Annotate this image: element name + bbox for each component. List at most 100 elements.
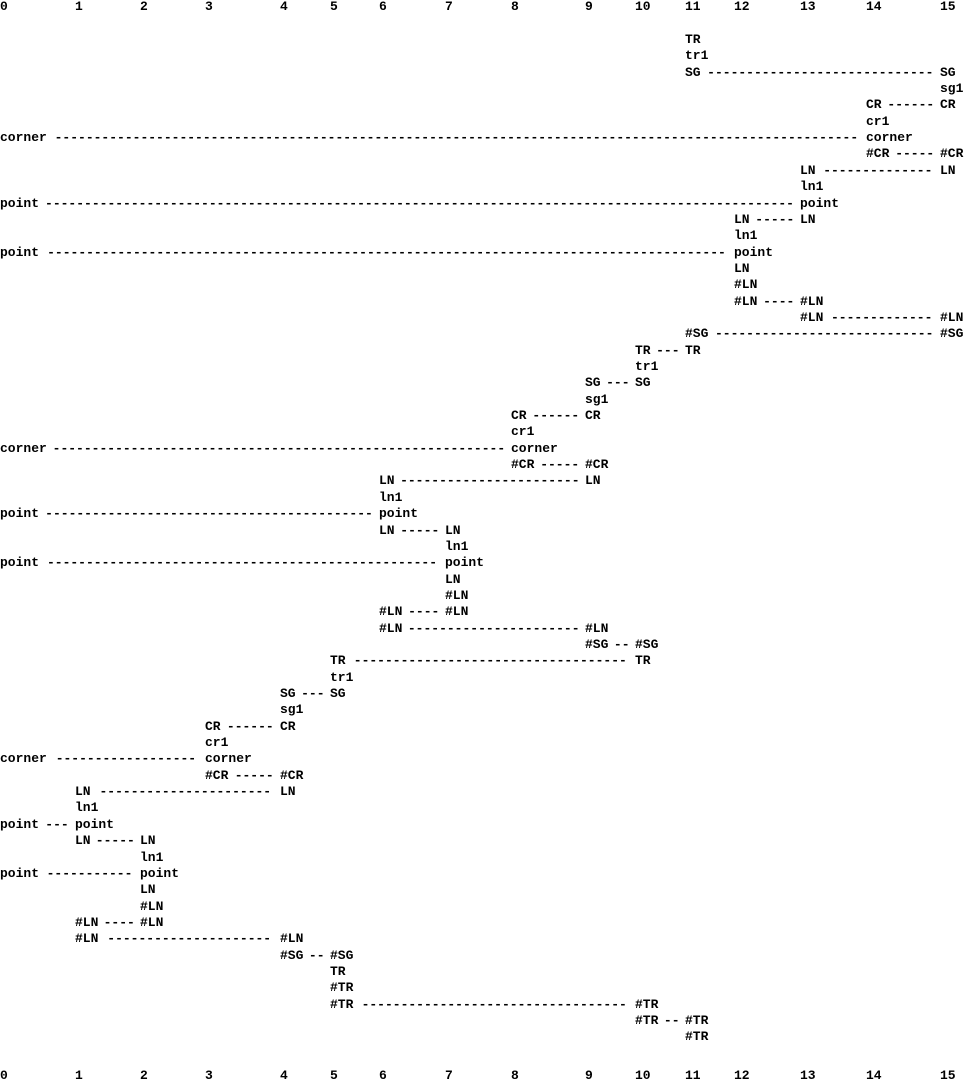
- bottom-column-number: 9: [585, 1068, 593, 1083]
- dashed-connector: ----------------------------------: [361, 996, 627, 1012]
- node-label: #TR: [330, 996, 354, 1012]
- node-label: point: [379, 506, 419, 522]
- dashed-connector: ----------------------------------------…: [47, 244, 726, 260]
- dashed-connector: ---------------------: [107, 931, 272, 947]
- bottom-column-number: 11: [685, 1068, 701, 1083]
- dashed-connector: -----: [95, 833, 135, 849]
- node-label: TR: [330, 963, 346, 979]
- node-label: CR: [866, 97, 882, 113]
- dashed-connector: ----------------------------------------…: [54, 130, 859, 146]
- node-label: CR: [511, 408, 527, 424]
- bottom-column-number: 4: [280, 1068, 288, 1083]
- node-label: LN: [280, 784, 296, 800]
- node-label: cr1: [511, 424, 535, 440]
- node-label: #CR: [511, 457, 535, 473]
- dashed-connector: -----------------------------: [707, 64, 934, 80]
- node-label: point: [0, 506, 40, 522]
- dashed-connector: -----------------------------------: [353, 653, 627, 669]
- dashed-connector: ----------------------------------------…: [45, 195, 794, 211]
- dashed-connector: -----: [755, 211, 795, 227]
- dashed-connector: -----: [400, 522, 440, 538]
- dashed-connector: -----------------------: [400, 473, 580, 489]
- dashed-connector: ----------------------: [407, 620, 580, 636]
- top-column-number: 2: [140, 0, 148, 14]
- bottom-column-number: 0: [0, 1068, 8, 1083]
- node-label: LN: [800, 162, 816, 178]
- dashed-connector: ---: [606, 375, 630, 391]
- dashed-connector: ----------------------: [99, 784, 272, 800]
- node-label: tr1: [330, 669, 354, 685]
- bottom-column-number: 14: [866, 1068, 882, 1083]
- top-column-number: 4: [280, 0, 288, 14]
- node-label: point: [75, 816, 115, 832]
- node-label: corner: [205, 751, 252, 767]
- node-label: #CR: [940, 146, 964, 162]
- node-label: CR: [940, 97, 956, 113]
- node-label: LN: [734, 211, 750, 227]
- node-label: #TR: [635, 1013, 659, 1028]
- top-column-number: 9: [585, 0, 593, 14]
- dashed-connector: -----: [234, 767, 274, 783]
- node-label: point: [0, 555, 40, 571]
- dashed-connector: ------: [226, 718, 274, 734]
- node-label: ln1: [75, 800, 99, 816]
- node-label: #LN: [140, 914, 164, 930]
- node-label: point: [0, 816, 40, 832]
- dashed-connector: ----: [408, 604, 440, 620]
- node-label: #LN: [940, 309, 964, 325]
- node-label: #LN: [734, 277, 758, 293]
- dashed-connector: ------: [887, 97, 935, 113]
- node-label: SG: [635, 375, 651, 391]
- node-label: point: [0, 865, 40, 881]
- node-label: SG: [280, 686, 296, 701]
- node-label: #TR: [685, 1013, 709, 1028]
- top-column-number: 3: [205, 0, 213, 14]
- node-label: point: [0, 195, 40, 211]
- node-label: LN: [445, 571, 461, 587]
- dashed-connector: ---: [656, 342, 680, 358]
- node-label: SG: [330, 686, 346, 701]
- node-label: corner: [511, 440, 558, 456]
- top-column-number: 5: [330, 0, 338, 14]
- node-label: TR: [330, 653, 346, 669]
- top-column-number: 0: [0, 0, 8, 14]
- top-column-number: 12: [734, 0, 750, 14]
- dashed-connector: -----: [895, 146, 935, 162]
- dashed-connector: ----------------------------------------…: [52, 440, 506, 456]
- node-label: #LN: [75, 914, 99, 930]
- node-label: #TR: [685, 1029, 709, 1045]
- dashed-connector: -------------: [830, 309, 933, 325]
- node-label: point: [734, 244, 774, 260]
- node-label: LN: [75, 784, 91, 800]
- node-label: #LN: [379, 620, 403, 636]
- dashed-connector: ------: [532, 408, 580, 424]
- node-label: SG: [585, 375, 601, 391]
- node-label: CR: [205, 718, 221, 734]
- node-label: #SG: [635, 636, 659, 652]
- dashed-connector: -----------: [46, 865, 133, 881]
- bottom-column-number: 8: [511, 1068, 519, 1083]
- node-label: LN: [585, 473, 601, 489]
- node-label: #SG: [330, 947, 354, 963]
- bottom-column-number: 7: [445, 1068, 453, 1083]
- node-label: LN: [140, 882, 156, 898]
- top-column-number: 11: [685, 0, 701, 14]
- node-label: ln1: [445, 538, 469, 554]
- bottom-column-number: 15: [940, 1068, 956, 1083]
- node-label: corner: [0, 130, 47, 146]
- dashed-connector: -----: [540, 457, 580, 473]
- node-label: #CR: [866, 146, 890, 162]
- node-label: LN: [140, 833, 156, 849]
- node-label: #LN: [585, 620, 609, 636]
- bottom-column-number: 12: [734, 1068, 750, 1083]
- top-column-number: 8: [511, 0, 519, 14]
- node-label: point: [800, 195, 840, 211]
- top-column-number: 6: [379, 0, 387, 14]
- dashed-connector: ----: [103, 914, 135, 930]
- node-label: #LN: [445, 604, 469, 620]
- top-column-number: 10: [635, 0, 651, 14]
- node-label: LN: [940, 162, 956, 178]
- dashed-connector: ----------------------------: [714, 326, 934, 342]
- dashed-connector: ------------------: [55, 751, 197, 767]
- dashed-connector: ----------------------------------------…: [46, 555, 438, 571]
